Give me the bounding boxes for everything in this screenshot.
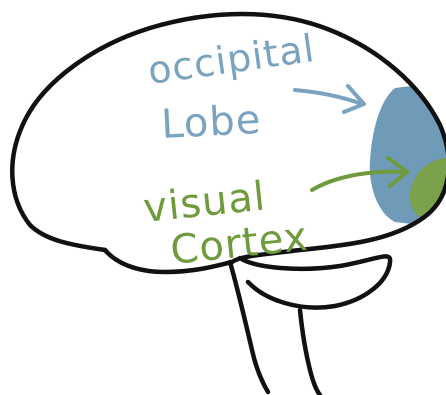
brainstem-outline-back [300,310,320,395]
lobe-label-line1: occipital [145,26,318,93]
lobe-label-line2: Lobe [160,97,262,148]
lobe-arrow [295,86,364,112]
